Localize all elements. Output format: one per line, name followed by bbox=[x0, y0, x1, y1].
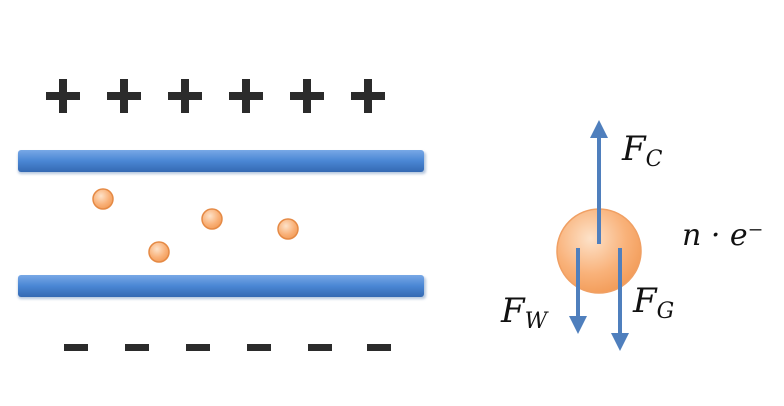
gravity-force-label: FG bbox=[632, 281, 674, 324]
coulomb-force-label: FC bbox=[621, 129, 663, 172]
gravity-force-arrow bbox=[611, 248, 629, 351]
friction-force-label: FW bbox=[500, 291, 550, 334]
plus-sign bbox=[351, 79, 385, 113]
friction-force-arrow bbox=[569, 248, 587, 334]
plus-sign bbox=[107, 79, 141, 113]
minus-sign bbox=[125, 344, 149, 351]
oil-droplet bbox=[201, 208, 223, 230]
minus-sign bbox=[186, 344, 210, 351]
minus-sign bbox=[308, 344, 332, 351]
positive-charges bbox=[46, 79, 385, 113]
plus-sign bbox=[290, 79, 324, 113]
negative-charges bbox=[64, 344, 391, 351]
coulomb-force-arrow bbox=[590, 120, 608, 244]
minus-sign bbox=[64, 344, 88, 351]
oil-droplet bbox=[277, 218, 299, 240]
oil-droplet bbox=[92, 188, 114, 210]
minus-sign bbox=[367, 344, 391, 351]
top-plate bbox=[18, 150, 426, 174]
oil-droplet bbox=[148, 241, 170, 263]
minus-sign bbox=[247, 344, 271, 351]
plus-sign bbox=[46, 79, 80, 113]
charge-label: n · e⁻ bbox=[682, 218, 764, 253]
plus-sign bbox=[229, 79, 263, 113]
force-diagram: FC n · e⁻ FW FG bbox=[500, 120, 764, 351]
plus-sign bbox=[168, 79, 202, 113]
oil-droplets bbox=[92, 188, 299, 263]
bottom-plate bbox=[18, 275, 426, 299]
